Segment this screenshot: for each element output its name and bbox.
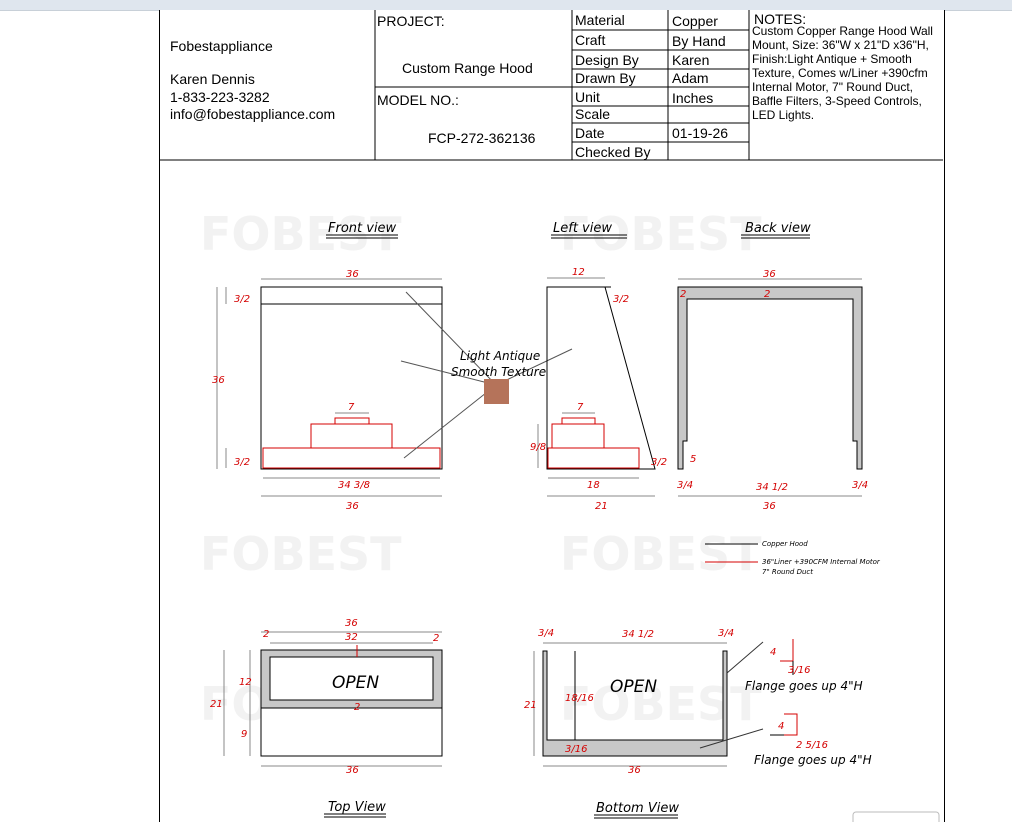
back-wall-top-dim: 2	[764, 289, 770, 300]
flange-1-height-dim: 4	[770, 647, 776, 658]
flange-2-label: Flange goes up 4"H	[754, 753, 872, 767]
model-label: MODEL NO.:	[377, 92, 459, 108]
field-label-material: Material	[575, 12, 625, 28]
front-liner-width-dim: 34 3/8	[338, 480, 370, 491]
bottom-left-flange-dim: 3/4	[538, 628, 554, 639]
back-bottom-width-dim: 36	[763, 501, 776, 512]
copper-finish-swatch	[484, 379, 509, 404]
left-bottom-band-dim: 3/2	[651, 457, 667, 468]
bottom-view-title: Bottom View	[596, 801, 679, 816]
svg-text:FOBEST: FOBEST	[200, 527, 402, 581]
top-view: OPEN 36 32 2 2 2 21 12 9 36	[210, 618, 443, 776]
contact-name: Karen Dennis	[170, 71, 255, 87]
flange-2-thickness-dim: 2 5/16	[796, 740, 828, 751]
zoom-control[interactable]	[852, 811, 940, 822]
notes-title: NOTES:	[754, 11, 807, 27]
legend-hood-label: Copper Hood	[762, 540, 808, 548]
left-top-band-dim: 3/2	[613, 294, 629, 305]
back-left-flange-dim: 3/4	[677, 480, 693, 491]
model-number: FCP-272-362136	[428, 130, 536, 146]
top-mid-dim: 2	[354, 702, 360, 713]
svg-text:FOBEST: FOBEST	[560, 527, 762, 581]
legend: Copper Hood 36"Liner +390CFM Internal Mo…	[705, 540, 881, 576]
front-liner-band-dim: 3/2	[234, 457, 250, 468]
back-inner-width-dim: 34 1/2	[756, 482, 788, 493]
top-depth-dim: 21	[210, 699, 223, 710]
bottom-inner-width-dim: 34 1/2	[622, 629, 654, 640]
field-value-design-by: Karen	[672, 52, 710, 68]
bottom-depth-dim: 21	[524, 700, 537, 711]
svg-text:FOBEST: FOBEST	[560, 207, 762, 261]
front-view-title: Front view	[328, 221, 397, 236]
bottom-open-label: OPEN	[610, 677, 657, 697]
back-width-dim: 36	[763, 269, 776, 280]
left-view-title: Left view	[553, 221, 612, 236]
notes-text: Custom Copper Range Hood Wall Mount, Siz…	[752, 24, 933, 122]
flange-detail-2: 4 2 5/16 Flange goes up 4"H	[754, 713, 872, 767]
left-liner-height-dim: 9/8	[530, 442, 546, 453]
bottom-right-flange-dim: 3/4	[718, 628, 734, 639]
left-bottom-depth-dim: 21	[595, 501, 608, 512]
flange-1-thickness-dim: 3/16	[788, 665, 810, 676]
field-label-drawn-by: Drawn By	[575, 70, 636, 86]
finish-label-2: Smooth Texture	[451, 365, 546, 379]
front-width-dim: 36	[346, 269, 359, 280]
top-right-wall-dim: 2	[433, 633, 439, 644]
bottom-back-wall-dim: 3/16	[565, 744, 587, 755]
bottom-width-dim: 36	[628, 765, 641, 776]
front-view: 36 36 3/2 3/2 7 34 3/8 36	[212, 269, 443, 512]
contact-phone: 1-833-223-3282	[170, 89, 270, 105]
front-top-band-dim: 3/2	[234, 294, 250, 305]
legend-liner-label-2: 7" Round Duct	[762, 568, 813, 576]
front-duct-dim: 7	[348, 402, 355, 413]
project-name: Custom Range Hood	[402, 60, 533, 76]
top-width-dim: 36	[345, 618, 358, 629]
back-notch-dim: 5	[690, 454, 696, 465]
field-label-craft: Craft	[575, 32, 606, 48]
field-value-drawn-by: Adam	[672, 70, 709, 86]
flange-detail-1: 4 3/16 Flange goes up 4"H	[745, 639, 863, 693]
field-value-unit: Inches	[672, 90, 714, 106]
left-view: 12 3/2 7 9/8 3/2 18 21	[530, 267, 667, 512]
back-view: 36 2 2 5 3/4 34 1/2 3/4 36	[677, 269, 868, 512]
finish-callout: Light Antique Smooth Texture	[400, 291, 573, 459]
finish-label-1: Light Antique	[460, 349, 540, 363]
top-left-wall-dim: 2	[263, 629, 269, 640]
field-value-craft: By Hand	[672, 33, 726, 49]
field-label-checked-by: Checked By	[575, 144, 651, 160]
field-label-date: Date	[575, 125, 605, 141]
back-view-title: Back view	[745, 221, 811, 236]
title-block-grid	[159, 10, 943, 161]
left-duct-dim: 7	[577, 402, 584, 413]
field-value-material: Copper	[672, 13, 718, 29]
left-top-depth-dim: 12	[572, 267, 585, 278]
top-view-title: Top View	[328, 800, 386, 815]
top-bottom-width-dim: 36	[346, 765, 359, 776]
company-name: Fobestappliance	[170, 38, 273, 54]
svg-text:FOBEST: FOBEST	[200, 207, 402, 261]
legend-liner-label-1: 36"Liner +390CFM Internal Motor	[762, 558, 881, 566]
contact-email: info@fobestappliance.com	[170, 106, 336, 122]
field-value-date: 01-19-26	[672, 125, 729, 141]
back-wall-left-dim: 2	[680, 289, 686, 300]
bottom-view: OPEN 3/4 34 1/2 3/4 21 18/16 3/16 36	[524, 628, 764, 776]
top-open-depth-dim: 12	[239, 677, 252, 688]
top-open-label: OPEN	[332, 673, 379, 693]
project-label: PROJECT:	[377, 13, 445, 29]
left-liner-depth-dim: 18	[587, 480, 600, 491]
flange-1-label: Flange goes up 4"H	[745, 679, 863, 693]
svg-text:FOBEST: FOBEST	[560, 677, 762, 731]
top-closed-depth-dim: 9	[241, 729, 247, 740]
flange-2-height-dim: 4	[778, 721, 784, 732]
back-right-flange-dim: 3/4	[852, 480, 868, 491]
field-label-design-by: Design By	[575, 52, 639, 68]
front-bottom-width-dim: 36	[346, 501, 359, 512]
field-label-unit: Unit	[575, 89, 600, 105]
field-label-scale: Scale	[575, 106, 611, 122]
front-height-dim: 36	[212, 375, 225, 386]
top-inner-width-dim: 32	[345, 632, 358, 643]
bottom-inner-depth-dim: 18/16	[565, 693, 594, 704]
